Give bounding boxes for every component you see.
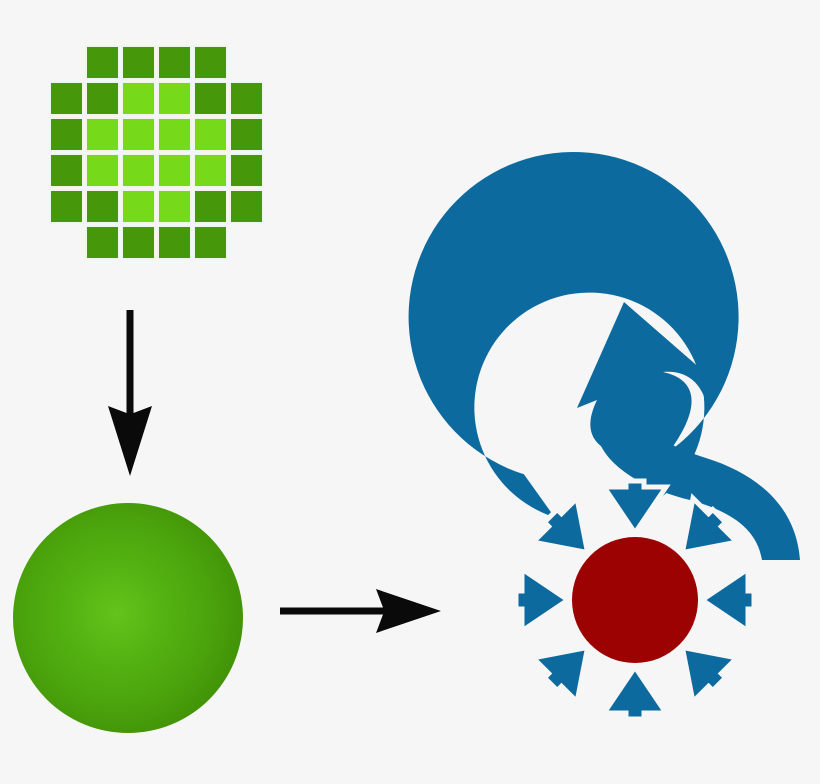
- lattice-tile: [229, 153, 264, 188]
- lattice-tile: [121, 189, 156, 224]
- lattice-tile: [229, 81, 264, 116]
- lattice-tile: [85, 81, 120, 116]
- red-core: [572, 537, 698, 663]
- inward-arrow: [513, 564, 573, 636]
- blue-swoosh-tail: [600, 424, 800, 560]
- lattice-tile: [121, 225, 156, 260]
- lattice-tile: [85, 45, 120, 80]
- lattice-tile: [229, 117, 264, 152]
- lattice-tile: [193, 225, 228, 260]
- lattice-tile: [121, 117, 156, 152]
- inward-arrow-group: [513, 478, 757, 722]
- lattice-tile: [157, 153, 192, 188]
- lattice-tile: [193, 81, 228, 116]
- lattice-tile: [49, 81, 84, 116]
- sphere-to-target-arrow: [280, 589, 441, 633]
- blue-ring-assembly: [408, 151, 800, 722]
- lattice-to-sphere-arrow: [108, 310, 152, 476]
- lattice-tile: [157, 117, 192, 152]
- lattice-tile: [229, 189, 264, 224]
- lattice-tile: [85, 153, 120, 188]
- lattice-tile: [157, 81, 192, 116]
- lattice-tile: [157, 189, 192, 224]
- blue-swoosh-arrow: [577, 302, 717, 452]
- lattice-tile: [85, 225, 120, 260]
- lattice-tile: [193, 189, 228, 224]
- inward-arrow: [679, 493, 742, 556]
- lattice-tile: [157, 45, 192, 80]
- green-sphere: [13, 503, 243, 733]
- green-pixel-lattice: [49, 45, 264, 260]
- lattice-tile: [193, 45, 228, 80]
- inward-arrow: [697, 564, 757, 636]
- lattice-tile: [121, 153, 156, 188]
- lattice-tile: [49, 153, 84, 188]
- lattice-tile: [85, 189, 120, 224]
- lattice-tile: [49, 189, 84, 224]
- inward-arrow: [528, 644, 591, 707]
- lattice-tile: [157, 225, 192, 260]
- lattice-tile: [193, 117, 228, 152]
- lattice-tile: [85, 117, 120, 152]
- lattice-tile: [193, 153, 228, 188]
- inward-arrow: [679, 644, 742, 707]
- inward-arrow: [599, 478, 671, 538]
- inward-arrow: [599, 662, 671, 722]
- lattice-tile: [121, 45, 156, 80]
- lattice-tile: [121, 81, 156, 116]
- inward-arrow: [528, 493, 591, 556]
- blue-ring: [408, 151, 739, 518]
- lattice-tile: [49, 117, 84, 152]
